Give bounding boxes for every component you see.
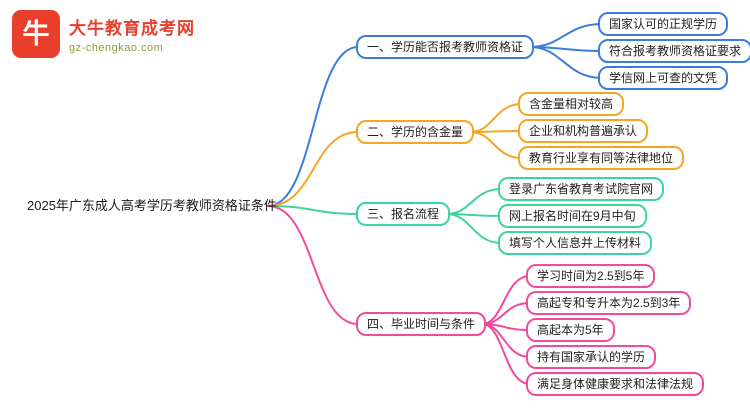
leaf-node[interactable]: 高起本为5年 <box>526 318 615 342</box>
root-node[interactable]: 2025年广东成人高考学历考教师资格证条件 <box>27 198 277 213</box>
connector <box>445 188 503 215</box>
leaf-node[interactable]: 满足身体健康要求和法律法规 <box>526 372 705 396</box>
logo-text: 大牛教育成考网 gz-chengkao.com <box>69 14 195 54</box>
leaf-node[interactable]: 国家认可的正规学历 <box>598 12 729 36</box>
logo-domain: gz-chengkao.com <box>69 42 164 54</box>
connector <box>469 131 523 159</box>
leaf-node[interactable]: 高起专和专升本为2.5到3年 <box>526 291 692 315</box>
bull-icon: 牛 <box>22 18 50 49</box>
leaf-node[interactable]: 持有国家承认的学历 <box>526 345 657 369</box>
leaf-node[interactable]: 含金量相对较高 <box>518 92 625 116</box>
leaf-node[interactable]: 学信网上可查的文凭 <box>598 66 729 90</box>
connector <box>481 275 531 325</box>
connector <box>469 103 523 133</box>
connector <box>529 46 603 79</box>
branch-node-1[interactable]: 一、学历能否报考教师资格证 <box>356 35 535 59</box>
connector <box>469 130 523 133</box>
logo[interactable]: 牛 大牛教育成考网 gz-chengkao.com <box>12 10 195 58</box>
connector <box>267 46 359 207</box>
connector <box>445 213 503 244</box>
branch-node-3[interactable]: 三、报名流程 <box>356 202 451 226</box>
connector <box>267 131 359 207</box>
connector <box>529 23 603 48</box>
leaf-node[interactable]: 填写个人信息并上传材料 <box>498 231 653 255</box>
branch-node-2[interactable]: 二、学历的含金量 <box>356 120 475 144</box>
connector <box>481 323 531 385</box>
leaf-node[interactable]: 登录广东省教育考试院官网 <box>498 177 665 201</box>
leaf-node[interactable]: 教育行业享有同等法律地位 <box>518 146 685 170</box>
leaf-node[interactable]: 符合报考教师资格证要求 <box>598 39 750 63</box>
connector <box>267 205 359 215</box>
leaf-node[interactable]: 网上报名时间在9月中旬 <box>498 204 647 228</box>
logo-title: 大牛教育成考网 <box>69 19 195 38</box>
logo-badge: 牛 <box>12 10 60 58</box>
leaf-node[interactable]: 学习时间为2.5到5年 <box>526 264 656 288</box>
leaf-node[interactable]: 企业和机构普遍承认 <box>518 119 649 143</box>
branch-node-4[interactable]: 四、毕业时间与条件 <box>356 312 487 336</box>
connector <box>267 205 359 325</box>
